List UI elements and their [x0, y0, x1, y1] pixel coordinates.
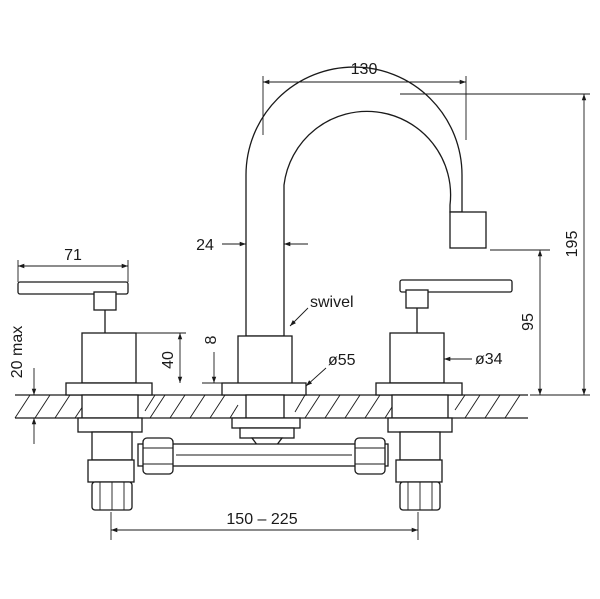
dimension-handle-base-height — [136, 332, 186, 383]
label-handle-base-height: 40 — [160, 351, 177, 369]
dimension-centres-range — [110, 512, 419, 540]
left-base-rosette — [65, 382, 153, 396]
right-base-rosette — [375, 382, 463, 396]
dimension-handle-height — [490, 249, 550, 395]
label-handle-height: 95 — [520, 313, 537, 331]
label-spout-base-diameter: ø55 — [328, 352, 356, 369]
connecting-pipe — [137, 437, 389, 475]
right-handle — [399, 279, 513, 333]
label-centres-range: 150 – 225 — [226, 511, 297, 528]
left-valve-body — [81, 332, 137, 384]
dimension-spout-reach — [262, 76, 467, 140]
swivel-spout — [245, 66, 487, 337]
spout-body — [237, 335, 293, 385]
dimension-handle-width — [17, 260, 129, 282]
label-spout-type: swivel — [310, 294, 354, 311]
right-valve-body — [389, 332, 445, 384]
left-valve-underside — [77, 394, 143, 511]
right-valve-underside — [387, 394, 453, 511]
leader-spout-base-diameter — [305, 367, 327, 387]
label-spout-reach: 130 — [351, 61, 378, 78]
label-handle-width: 71 — [64, 247, 82, 264]
label-handle-base-diameter: ø34 — [475, 351, 503, 368]
dimension-spout-base-height — [202, 352, 222, 384]
left-handle — [17, 281, 129, 333]
spout-base-rosette — [221, 382, 307, 396]
label-spout-diameter: 24 — [196, 237, 214, 254]
leader-swivel — [289, 307, 309, 327]
label-overall-height: 195 — [564, 231, 581, 258]
label-spout-base-height: 8 — [203, 335, 220, 344]
label-max-deck-thickness: 20 max — [9, 326, 26, 378]
